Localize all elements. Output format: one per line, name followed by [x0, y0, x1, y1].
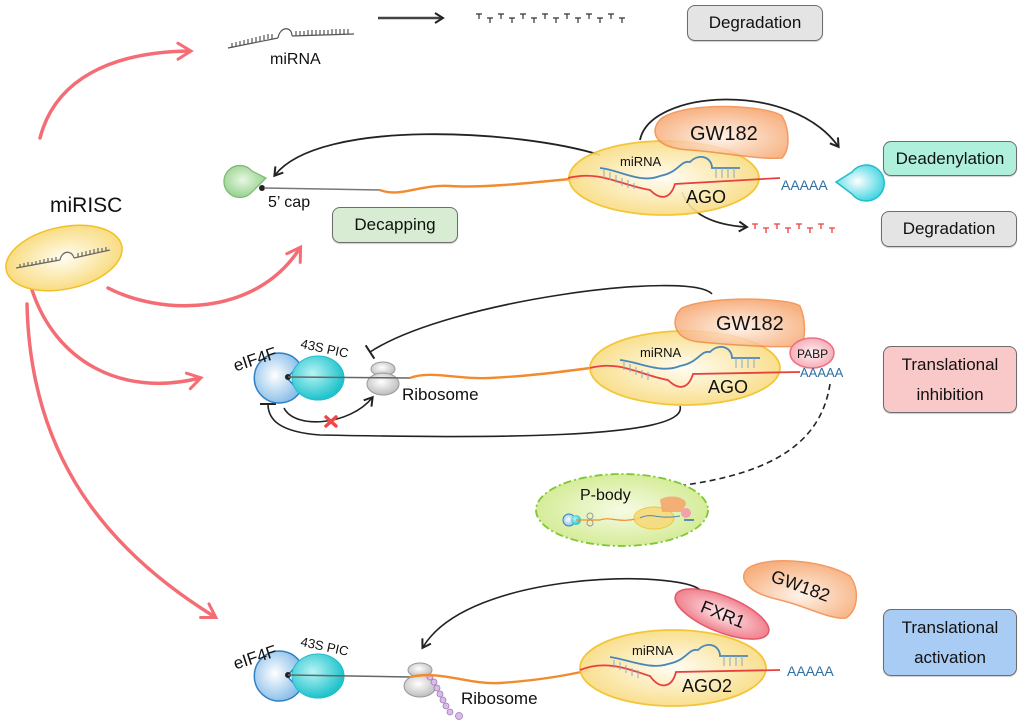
gw182-protein — [743, 560, 858, 619]
mirna-label: miRNA — [270, 51, 321, 68]
outcome-label: Degradation — [902, 219, 996, 238]
ago-label: AGO — [708, 377, 748, 397]
mrna-orf — [379, 176, 581, 194]
gw182-inhibition-line — [364, 284, 713, 360]
mirna-label: miRNA — [640, 345, 681, 360]
mirna-strand — [599, 155, 740, 180]
pathway-arrows — [25, 41, 303, 620]
outcome-decapping: Decapping — [332, 207, 458, 243]
mirna-strand — [619, 345, 760, 370]
outcome-label-line2: activation — [914, 647, 986, 667]
decapping-arrow — [273, 133, 601, 178]
degraded-nucleotides-icon — [476, 13, 625, 23]
outcome-label: Deadenylation — [895, 148, 1005, 168]
mirisc-label: miRISC — [50, 194, 122, 217]
mirna-degradation-pathway: miRNA — [227, 12, 625, 68]
eif4f-icon — [253, 650, 301, 702]
mirna-strand — [609, 643, 748, 667]
pbody-label: P-body — [580, 487, 631, 504]
decay-pathway: 5’ cap GW182 miRNA AGO AAAAA — [223, 98, 885, 233]
arrow-to-decay — [106, 244, 303, 308]
degraded-mrna-icon — [752, 223, 835, 233]
polya-tail: AAAAA — [800, 365, 844, 380]
ribosome-label: Ribosome — [402, 385, 479, 404]
pabp-label: PABP — [797, 347, 828, 361]
outcome-mirna-degradation: Degradation — [687, 5, 823, 41]
cap-label: 5’ cap — [268, 194, 310, 211]
outcome-translational-activation: Translational activation — [883, 609, 1017, 676]
mrna-5utr — [287, 674, 411, 678]
fxr1-protein — [674, 588, 770, 640]
arrow-to-activation — [25, 302, 219, 620]
mirna-label: miRNA — [632, 643, 673, 658]
ago-label: AGO2 — [682, 676, 732, 696]
outcome-label-line2: inhibition — [916, 384, 984, 404]
gw182-label: GW182 — [690, 123, 758, 145]
outcome-label: Decapping — [354, 215, 436, 234]
polya-tail: AAAAA — [787, 663, 834, 679]
target-mrna-strand — [579, 664, 781, 687]
outcome-deadenylation: Deadenylation — [883, 141, 1017, 176]
deadenylase-icon — [834, 164, 885, 202]
mrna-5utr — [263, 187, 381, 191]
mirna-strand-icon — [227, 28, 355, 49]
pbody-localization-arrow — [657, 383, 831, 494]
pabp-protein — [789, 337, 835, 369]
arrow-to-mirna-degradation — [38, 41, 194, 140]
ago-complex — [579, 629, 767, 707]
outcome-label: Degradation — [708, 13, 802, 32]
mrna-orf — [409, 366, 591, 380]
ribosome-label: Ribosome — [461, 689, 538, 708]
outcome-mrna-degradation: Degradation — [881, 211, 1017, 247]
blocked-x-icon — [324, 415, 338, 428]
target-mrna-strand — [589, 364, 801, 388]
mirna-label: miRNA — [620, 154, 661, 169]
mirna-duplex-icon — [15, 247, 111, 269]
target-mrna-strand — [567, 174, 781, 198]
blocked-recruitment-arrow — [283, 395, 374, 423]
deadenylation-arrow — [639, 98, 840, 149]
polya-tail: AAAAA — [781, 177, 828, 193]
arrow-to-inhibition — [30, 288, 204, 391]
eif4f-icon — [253, 352, 301, 404]
ago-label: AGO — [686, 187, 726, 207]
nascent-peptide-icon — [426, 673, 463, 720]
inhibition-pathway: eIF4F 43S PIC Ribosome GW182 PABP miRNA … — [231, 284, 844, 547]
gw182-label: GW182 — [716, 313, 784, 335]
outcome-label-line1: Translational — [901, 617, 999, 637]
activation-pathway: eIF4F 43S PIC Ribosome FXR1 GW182 miRNA … — [231, 560, 858, 720]
gw182-protein — [654, 105, 789, 160]
mrna-5utr — [287, 376, 411, 379]
outcome-translational-inhibition: Translational inhibition — [883, 346, 1017, 413]
ago-inhibition-line — [259, 402, 681, 438]
outcome-label-line1: Translational — [901, 354, 999, 374]
fxr1-activation-arrow — [421, 578, 701, 650]
mrna-orf — [409, 668, 591, 685]
mirisc-hub — [5, 224, 123, 292]
decapping-enzyme-icon — [223, 164, 268, 199]
pbody: P-body — [535, 473, 709, 547]
